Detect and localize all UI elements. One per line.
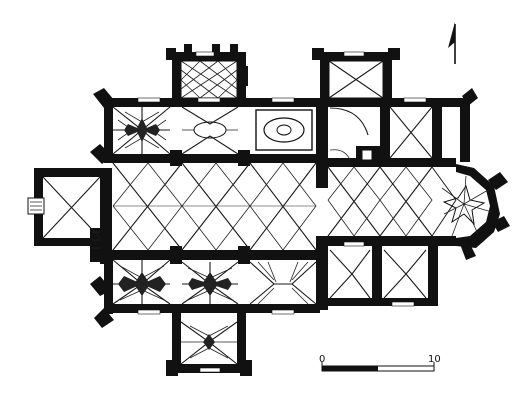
vault-south-porch bbox=[180, 321, 238, 365]
scale-label-start: 0 bbox=[319, 354, 325, 365]
vault-chancel-south-1 bbox=[329, 249, 371, 299]
north-arrow-icon bbox=[448, 22, 456, 64]
vault-north-chapel bbox=[180, 60, 238, 99]
vault-west-porch bbox=[27, 176, 101, 249]
vault-chancel-north-room bbox=[329, 107, 373, 161]
vault-chancel-north-bay bbox=[389, 106, 433, 159]
vault-north-aisle-1 bbox=[112, 106, 171, 155]
vault-chancel bbox=[327, 166, 457, 237]
vault-nave bbox=[112, 162, 317, 251]
vault-south-aisle-1 bbox=[112, 259, 171, 305]
scale-label-end: 10 bbox=[428, 354, 441, 365]
scale-bar: 0 10 bbox=[319, 354, 441, 372]
vault-apse bbox=[441, 175, 493, 237]
walls bbox=[34, 44, 510, 376]
vault-sacristy bbox=[328, 60, 384, 99]
vault-south-aisle-3 bbox=[249, 261, 317, 305]
vault-north-aisle-3 bbox=[255, 109, 313, 151]
vault-chancel-south-2 bbox=[383, 249, 427, 299]
vault-south-aisle-2 bbox=[181, 261, 239, 305]
windows bbox=[137, 51, 427, 373]
vault-north-aisle-2 bbox=[181, 106, 239, 155]
